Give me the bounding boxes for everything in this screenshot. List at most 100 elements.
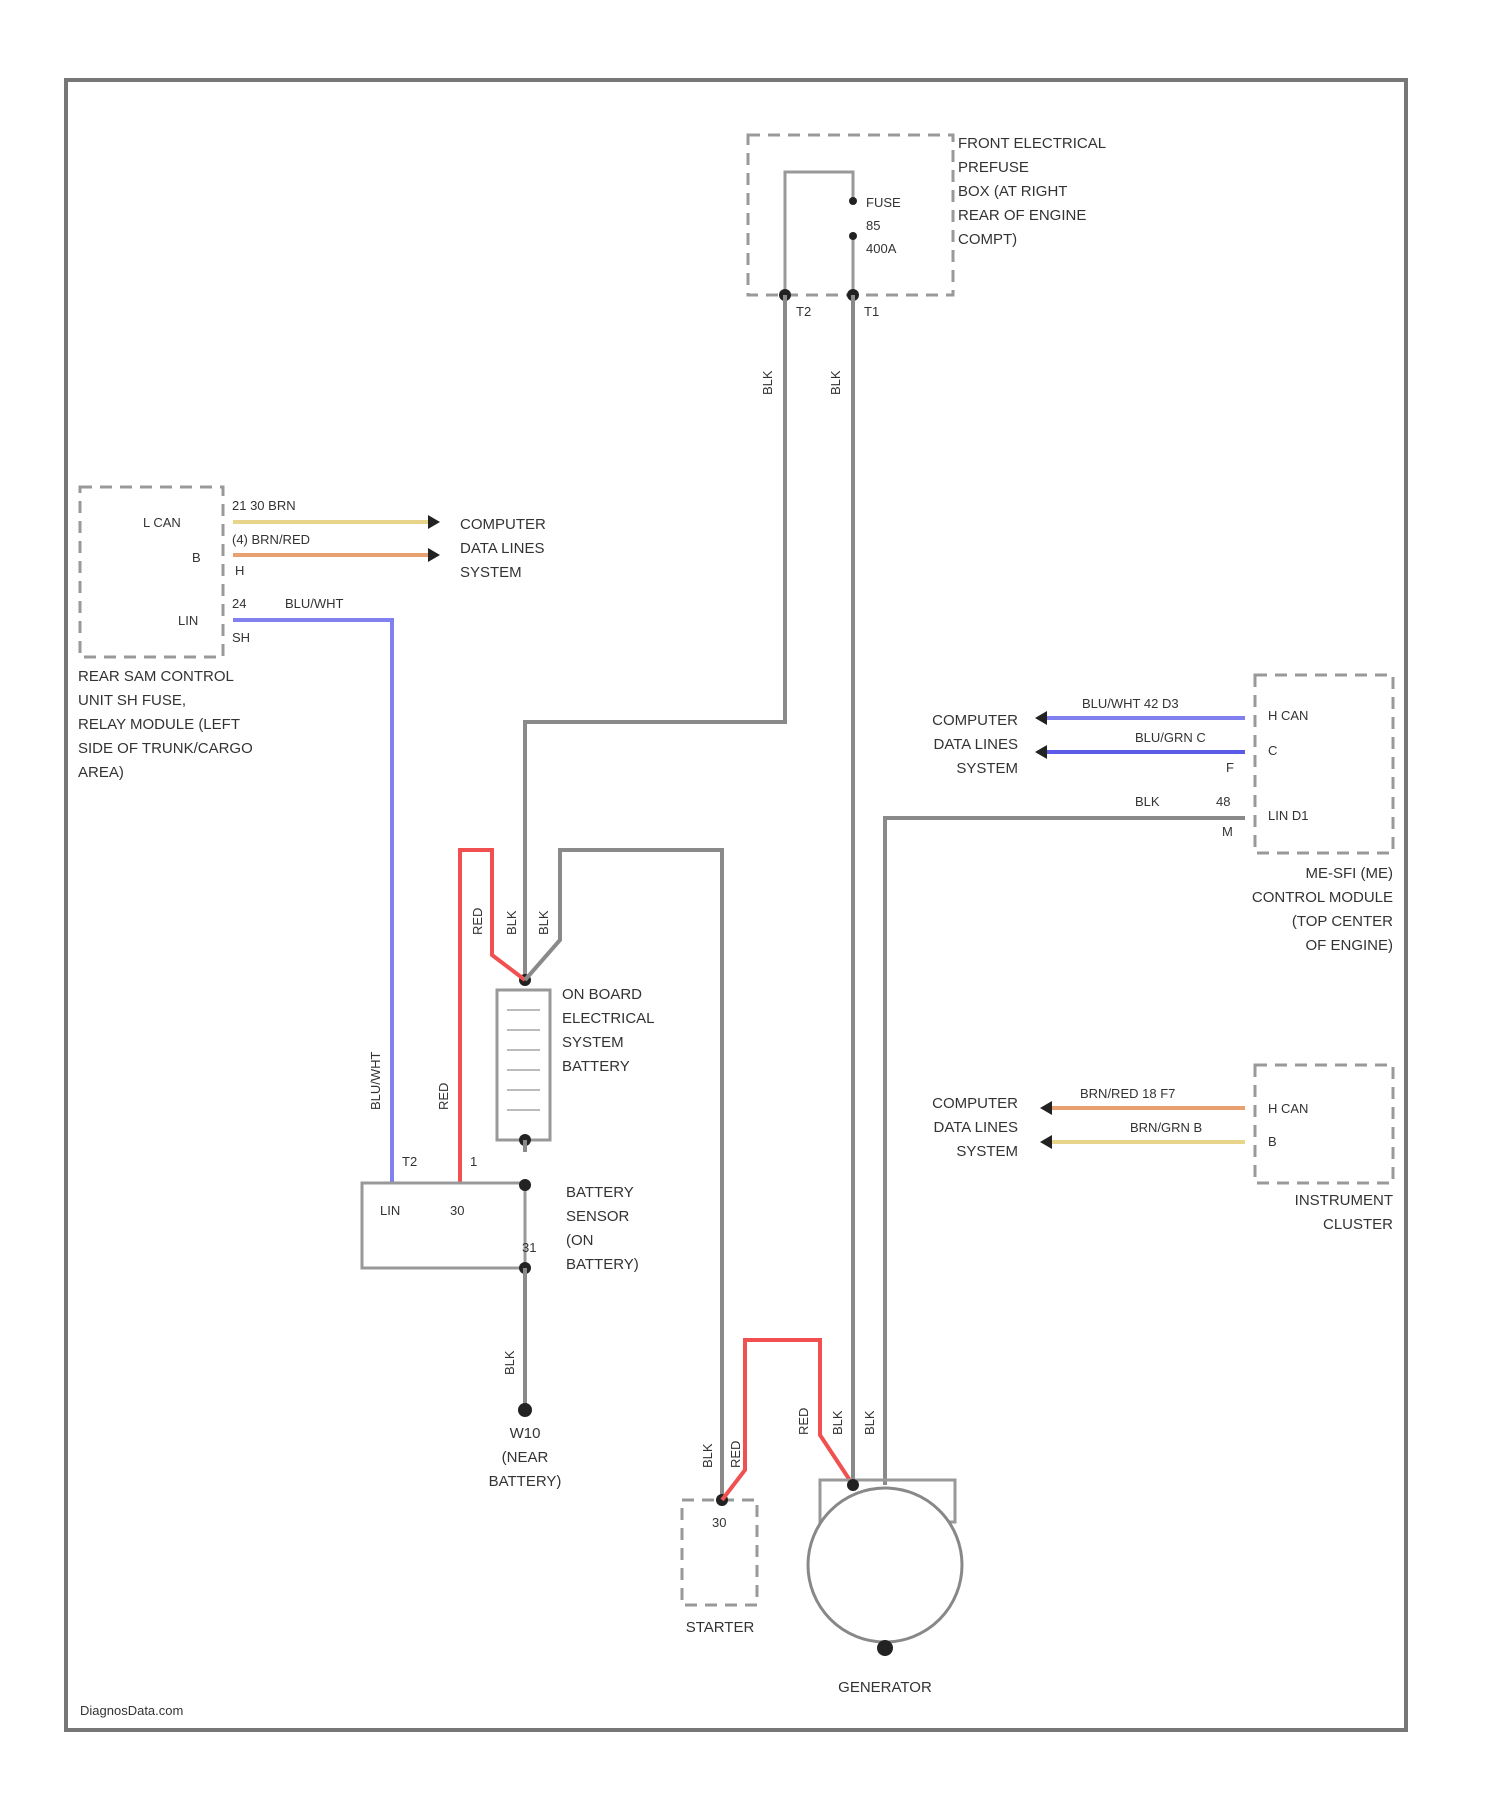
rear-sam-pin-b: B: [192, 550, 201, 565]
wire-label-me-lin-pin-b: M: [1222, 824, 1233, 839]
instrument-cluster-label-1: INSTRUMENT: [1295, 1192, 1393, 1209]
wire-label-me-lin: BLK: [1135, 794, 1160, 809]
starter-pin-30: 30: [712, 1515, 726, 1530]
rear-sam-module: L CAN B LIN 21 30 BRN (4) BRN/RED H 24 B…: [78, 487, 344, 781]
wire-label-battery-blk1: BLK: [504, 910, 519, 935]
sensor-pin-1: 1: [470, 1154, 477, 1169]
wire-label-blk-t2: BLK: [760, 370, 775, 395]
rear-sam-label-2: UNIT SH FUSE,: [78, 692, 186, 709]
rear-sam-label-5: AREA): [78, 764, 124, 781]
wire-battery-blk-to-starter: [525, 850, 722, 1500]
me-sfi-module: H CAN C LIN D1 ME-SFI (ME) CONTROL MODUL…: [1252, 675, 1393, 954]
prefuse-label-1: FRONT ELECTRICAL: [958, 135, 1106, 152]
battery-sensor: LIN 30 31 BATTERY SENSOR (ON BATTERY): [362, 1179, 639, 1274]
fuse-element: [785, 172, 853, 295]
rear-sam-pin-lin: LIN: [178, 613, 198, 628]
starter: 30 STARTER: [682, 1494, 757, 1636]
ground-point: [518, 1403, 532, 1417]
wire-label-blk-t1: BLK: [828, 370, 843, 395]
prefuse-box: FUSE 85 400A FRONT ELECTRICAL PREFUSE BO…: [748, 135, 1106, 319]
battery-sensor-terminal-top: [519, 1179, 531, 1191]
wire-label-me-top: BLU/WHT 42 D3: [1082, 696, 1179, 711]
computer-data-me-2: DATA LINES: [934, 736, 1018, 753]
wire-label-me-lin-pin-a: 48: [1216, 794, 1230, 809]
starter-label: STARTER: [686, 1619, 755, 1636]
rear-sam-circuit-lin-wire: BLU/WHT: [285, 596, 344, 611]
prefuse-label-5: COMPT): [958, 231, 1017, 248]
wire-label-sensor-red: RED: [436, 1083, 451, 1110]
wire-label-battery-red: RED: [470, 908, 485, 935]
generator-body: [808, 1488, 962, 1642]
arrow-me-c: [1035, 745, 1047, 759]
battery-sensor-pin-31: 31: [522, 1240, 536, 1255]
battery-sensor-pin-30: 30: [450, 1203, 464, 1218]
computer-data-ic-2: DATA LINES: [934, 1119, 1018, 1136]
prefuse-label-2: PREFUSE: [958, 159, 1029, 176]
generator-label: GENERATOR: [838, 1679, 932, 1696]
wire-label-battery-blk2: BLK: [536, 910, 551, 935]
wire-label-lin-blu-wht: BLU/WHT: [368, 1051, 383, 1110]
wire-label-starter-red: RED: [728, 1441, 743, 1468]
battery-sensor-label-1: BATTERY: [566, 1184, 634, 1201]
prefuse-label-3: BOX (AT RIGHT: [958, 183, 1067, 200]
ground-label-1: W10: [510, 1425, 541, 1442]
generator-terminal-b: [847, 1479, 859, 1491]
battery-sensor-label-4: BATTERY): [566, 1256, 639, 1273]
prefuse-pin-t1-label: T1: [864, 304, 879, 319]
rear-sam-circuit-mid-pin: H: [235, 563, 244, 578]
ground-label-2: (NEAR: [502, 1449, 549, 1466]
rear-sam-label-4: SIDE OF TRUNK/CARGO: [78, 740, 253, 757]
battery-sensor-label-3: (ON: [566, 1232, 594, 1249]
rear-sam-circuit-lin-pin: SH: [232, 630, 250, 645]
prefuse-label-4: REAR OF ENGINE: [958, 207, 1086, 224]
me-sfi-label-4: OF ENGINE): [1305, 937, 1393, 954]
battery-label-3: SYSTEM: [562, 1034, 624, 1051]
arrow-lcan: [428, 515, 440, 529]
me-sfi-label-2: CONTROL MODULE: [1252, 889, 1393, 906]
rear-sam-circuit-top: 21 30 BRN: [232, 498, 296, 513]
battery-body: [497, 990, 550, 1140]
wire-label-gen-red: RED: [796, 1408, 811, 1435]
me-sfi-label-1: ME-SFI (ME): [1306, 865, 1394, 882]
wire-prefuse-t2-to-battery: [525, 295, 785, 980]
me-sfi-label-3: (TOP CENTER: [1292, 913, 1393, 930]
me-sfi-pin-c: C: [1268, 743, 1277, 758]
fuse-terminal-bottom: [849, 232, 857, 240]
wire-label-me-mid-pin: F: [1226, 760, 1234, 775]
instrument-cluster-outline: [1255, 1065, 1393, 1183]
prefuse-box-outline: [748, 135, 953, 295]
battery-label-2: ELECTRICAL: [562, 1010, 655, 1027]
fuse-terminal-top: [849, 197, 857, 205]
battery: ON BOARD ELECTRICAL SYSTEM BATTERY: [497, 974, 655, 1146]
rear-sam-circuit-lin: 24: [232, 596, 246, 611]
battery-sensor-body: [362, 1183, 525, 1268]
arrow-b: [428, 548, 440, 562]
ground-label-3: BATTERY): [489, 1473, 562, 1490]
me-sfi-pin-lin: LIN D1: [1268, 808, 1308, 823]
wire-label-gen-blk2: BLK: [862, 1410, 877, 1435]
computer-data-left-1: COMPUTER: [460, 516, 546, 533]
battery-label-4: BATTERY: [562, 1058, 630, 1075]
wire-label-gen-blk1: BLK: [830, 1410, 845, 1435]
battery-sensor-pin-lin: LIN: [380, 1203, 400, 1218]
fuse-label-1: FUSE: [866, 195, 901, 210]
rear-sam-circuit-mid: (4) BRN/RED: [232, 532, 310, 547]
computer-data-left-2: DATA LINES: [460, 540, 544, 557]
generator-ground: [877, 1640, 893, 1656]
instrument-cluster-pin-b: B: [1268, 1134, 1277, 1149]
arrow-ic-hcan: [1040, 1101, 1052, 1115]
computer-data-ic-3: SYSTEM: [956, 1143, 1018, 1160]
rear-sam-label-1: REAR SAM CONTROL: [78, 668, 234, 685]
wire-label-ground: BLK: [502, 1350, 517, 1375]
wire-label-me-mid: BLU/GRN C: [1135, 730, 1206, 745]
arrow-ic-b: [1040, 1135, 1052, 1149]
sensor-pin-t2: T2: [402, 1154, 417, 1169]
wire-label-ic-top: BRN/RED 18 F7: [1080, 1086, 1175, 1101]
rear-sam-outline: [80, 487, 223, 657]
wire-battery-red-to-sensor: [460, 850, 525, 1183]
prefuse-pin-t2-label: T2: [796, 304, 811, 319]
battery-sensor-label-2: SENSOR: [566, 1208, 630, 1225]
rear-sam-label-3: RELAY MODULE (LEFT: [78, 716, 240, 733]
generator: GENERATOR: [808, 1479, 962, 1696]
